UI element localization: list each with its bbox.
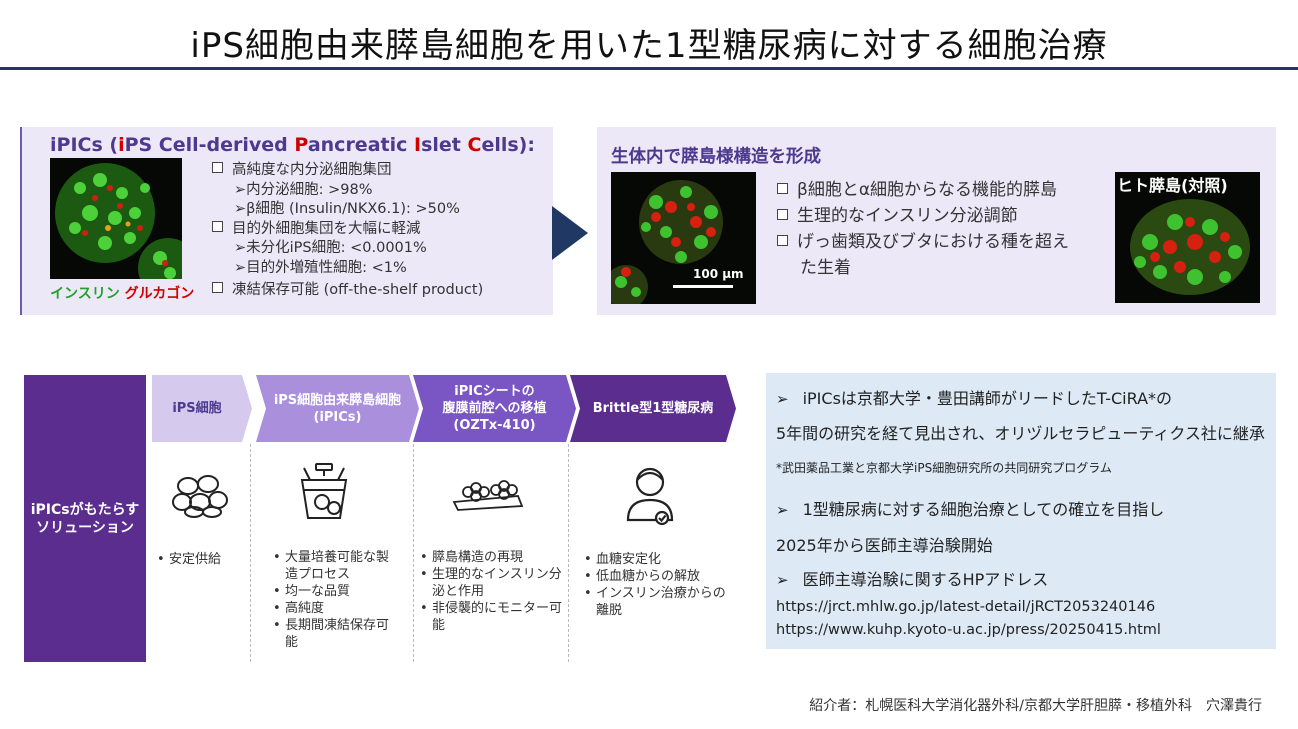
checkbox-bullet-icon: [777, 183, 788, 194]
info-line: 5年間の研究を経て見出され、オリヅルセラピューティクス社に継承: [776, 424, 1265, 443]
arrow-bullet-icon: ➢: [776, 501, 789, 519]
info-box: ➢iPICsは京都大学・豊田講師がリードしたT-CiRA*の 5年間の研究を経て…: [766, 373, 1276, 649]
islet-feature-item: げっ歯類及びブタにおける種を超え: [777, 229, 1069, 255]
ipics-panel: iPICs (iPS Cell-derived Pancreatic Islet…: [20, 127, 553, 315]
trial-url-link[interactable]: https://jrct.mhlw.go.jp/latest-detail/jR…: [776, 599, 1156, 615]
islet-feature-item-continued: た生着: [800, 258, 851, 278]
info-line: ➢医師主導治験に関するHPアドレス: [776, 570, 1049, 589]
feature-sub-item: ➢β細胞 (Insulin/NKX6.1): >50%: [234, 201, 460, 217]
islet-feature-item: 生理的なインスリン分泌調節: [777, 203, 1069, 229]
ipics-micrograph: [50, 158, 182, 279]
patient-icon: [626, 467, 674, 526]
arrow-bullet-icon: ➢: [776, 390, 789, 408]
step-ips-list: 安定供給: [157, 551, 245, 568]
checkbox-bullet-icon: [212, 282, 223, 293]
list-item: 均一な品質: [273, 583, 399, 600]
human-islet-label: ヒト膵島(対照): [1117, 176, 1228, 195]
step-label-ipics: iPS細胞由来膵島細胞(iPICs): [273, 392, 402, 425]
islet-panel: 生体内で膵島様構造を形成 100 μm β細胞とα細胞からなる機能的膵島 生理的…: [597, 127, 1276, 315]
info-line: 2025年から医師主導治験開始: [776, 536, 993, 555]
chevron-right-icon: [552, 206, 588, 260]
cell-sheet-icon: [452, 480, 524, 511]
step-transplant-list: 膵島構造の再現 生理的なインスリン分泌と作用 非侵襲的にモニター可能: [420, 549, 564, 634]
feature-main-item: 凍結保存可能 (off-the-shelf product): [212, 281, 483, 301]
checkbox-bullet-icon: [777, 235, 788, 246]
arrow-bullet-icon: ➢: [776, 571, 789, 589]
ipics-heading: iPICs (iPS Cell-derived Pancreatic Islet…: [50, 134, 535, 156]
step-label-t1d: Brittle型1型糖尿病: [592, 401, 714, 416]
presenter-credit: 紹介者：札幌医科大学消化器外科/京都大学肝胆膵・移植外科 穴澤貴行: [809, 698, 1262, 714]
checkbox-bullet-icon: [212, 162, 223, 173]
list-item: インスリン治療からの離脱: [584, 585, 728, 619]
step-chevron: [152, 375, 252, 442]
checkbox-bullet-icon: [212, 220, 223, 232]
list-item: 低血糖からの解放: [584, 568, 728, 585]
scale-label: 100 μm: [693, 267, 744, 281]
bioreactor-icon: [300, 463, 348, 519]
column-divider: [568, 444, 569, 662]
checkbox-bullet-icon: [777, 209, 788, 220]
step-chevron: [413, 375, 576, 442]
feature-sub-item: ➢未分化iPS細胞: <0.0001%: [234, 240, 427, 256]
graft-micrograph: [611, 172, 756, 304]
column-divider: [413, 444, 414, 662]
list-item: 非侵襲的にモニター可能: [420, 600, 564, 634]
list-item: 高純度: [273, 600, 399, 617]
list-item: 生理的なインスリン分泌と作用: [420, 566, 564, 600]
list-item: 膵島構造の再現: [420, 549, 564, 566]
info-line: ➢1型糖尿病に対する細胞治療としての確立を目指し: [776, 500, 1165, 519]
info-line: ➢iPICsは京都大学・豊田講師がリードしたT-CiRA*の: [776, 389, 1173, 408]
islet-feature-list: β細胞とα細胞からなる機能的膵島 生理的なインスリン分泌調節 げっ歯類及びブタに…: [777, 177, 1069, 281]
page-title: iPS細胞由来膵島細胞を用いた1型糖尿病に対する細胞治療: [190, 26, 1108, 66]
step-ipics-list: 大量培養可能な製造プロセス 均一な品質 高純度 長期間凍結保存可能: [273, 549, 399, 651]
feature-main-item: 高純度な内分泌細胞集団: [212, 161, 483, 181]
feature-main-item: 目的外細胞集団を大幅に軽減: [212, 220, 483, 240]
islet-feature-item: β細胞とα細胞からなる機能的膵島: [777, 177, 1069, 203]
step-label-ips: iPS細胞: [172, 401, 222, 416]
ips-cells-icon: [172, 475, 228, 518]
press-url-link[interactable]: https://www.kuhp.kyoto-u.ac.jp/press/202…: [776, 622, 1161, 638]
stain-legend: インスリン グルカゴン: [50, 286, 195, 302]
step-t1d-list: 血糖安定化 低血糖からの解放 インスリン治療からの離脱: [584, 551, 728, 619]
feature-sub-item: ➢目的外増殖性細胞: <1%: [234, 259, 407, 276]
solution-side-label: iPICsがもたらすソリューション: [24, 375, 146, 662]
list-item: 安定供給: [157, 551, 245, 568]
human-islet-micrograph: [1115, 172, 1260, 303]
step-chevron: [570, 375, 736, 442]
islet-heading: 生体内で膵島様構造を形成: [611, 147, 821, 167]
title-divider: [0, 67, 1298, 70]
list-item: 長期間凍結保存可能: [273, 617, 399, 651]
step-label-transplant: iPICシートの腹膜前腔への移植(OZTx-410): [442, 384, 547, 433]
column-divider: [250, 444, 251, 662]
scale-bar: [673, 285, 733, 288]
list-item: 大量培養可能な製造プロセス: [273, 549, 399, 583]
info-footnote: *武田薬品工業と京都大学iPS細胞研究所の共同研究プログラム: [776, 461, 1112, 475]
list-item: 血糖安定化: [584, 551, 728, 568]
ipics-feature-list: 高純度な内分泌細胞集団 ➢内分泌細胞: >98% ➢β細胞 (Insulin/N…: [212, 161, 483, 301]
feature-sub-item: ➢内分泌細胞: >98%: [234, 181, 373, 198]
step-chevron: [256, 375, 419, 442]
